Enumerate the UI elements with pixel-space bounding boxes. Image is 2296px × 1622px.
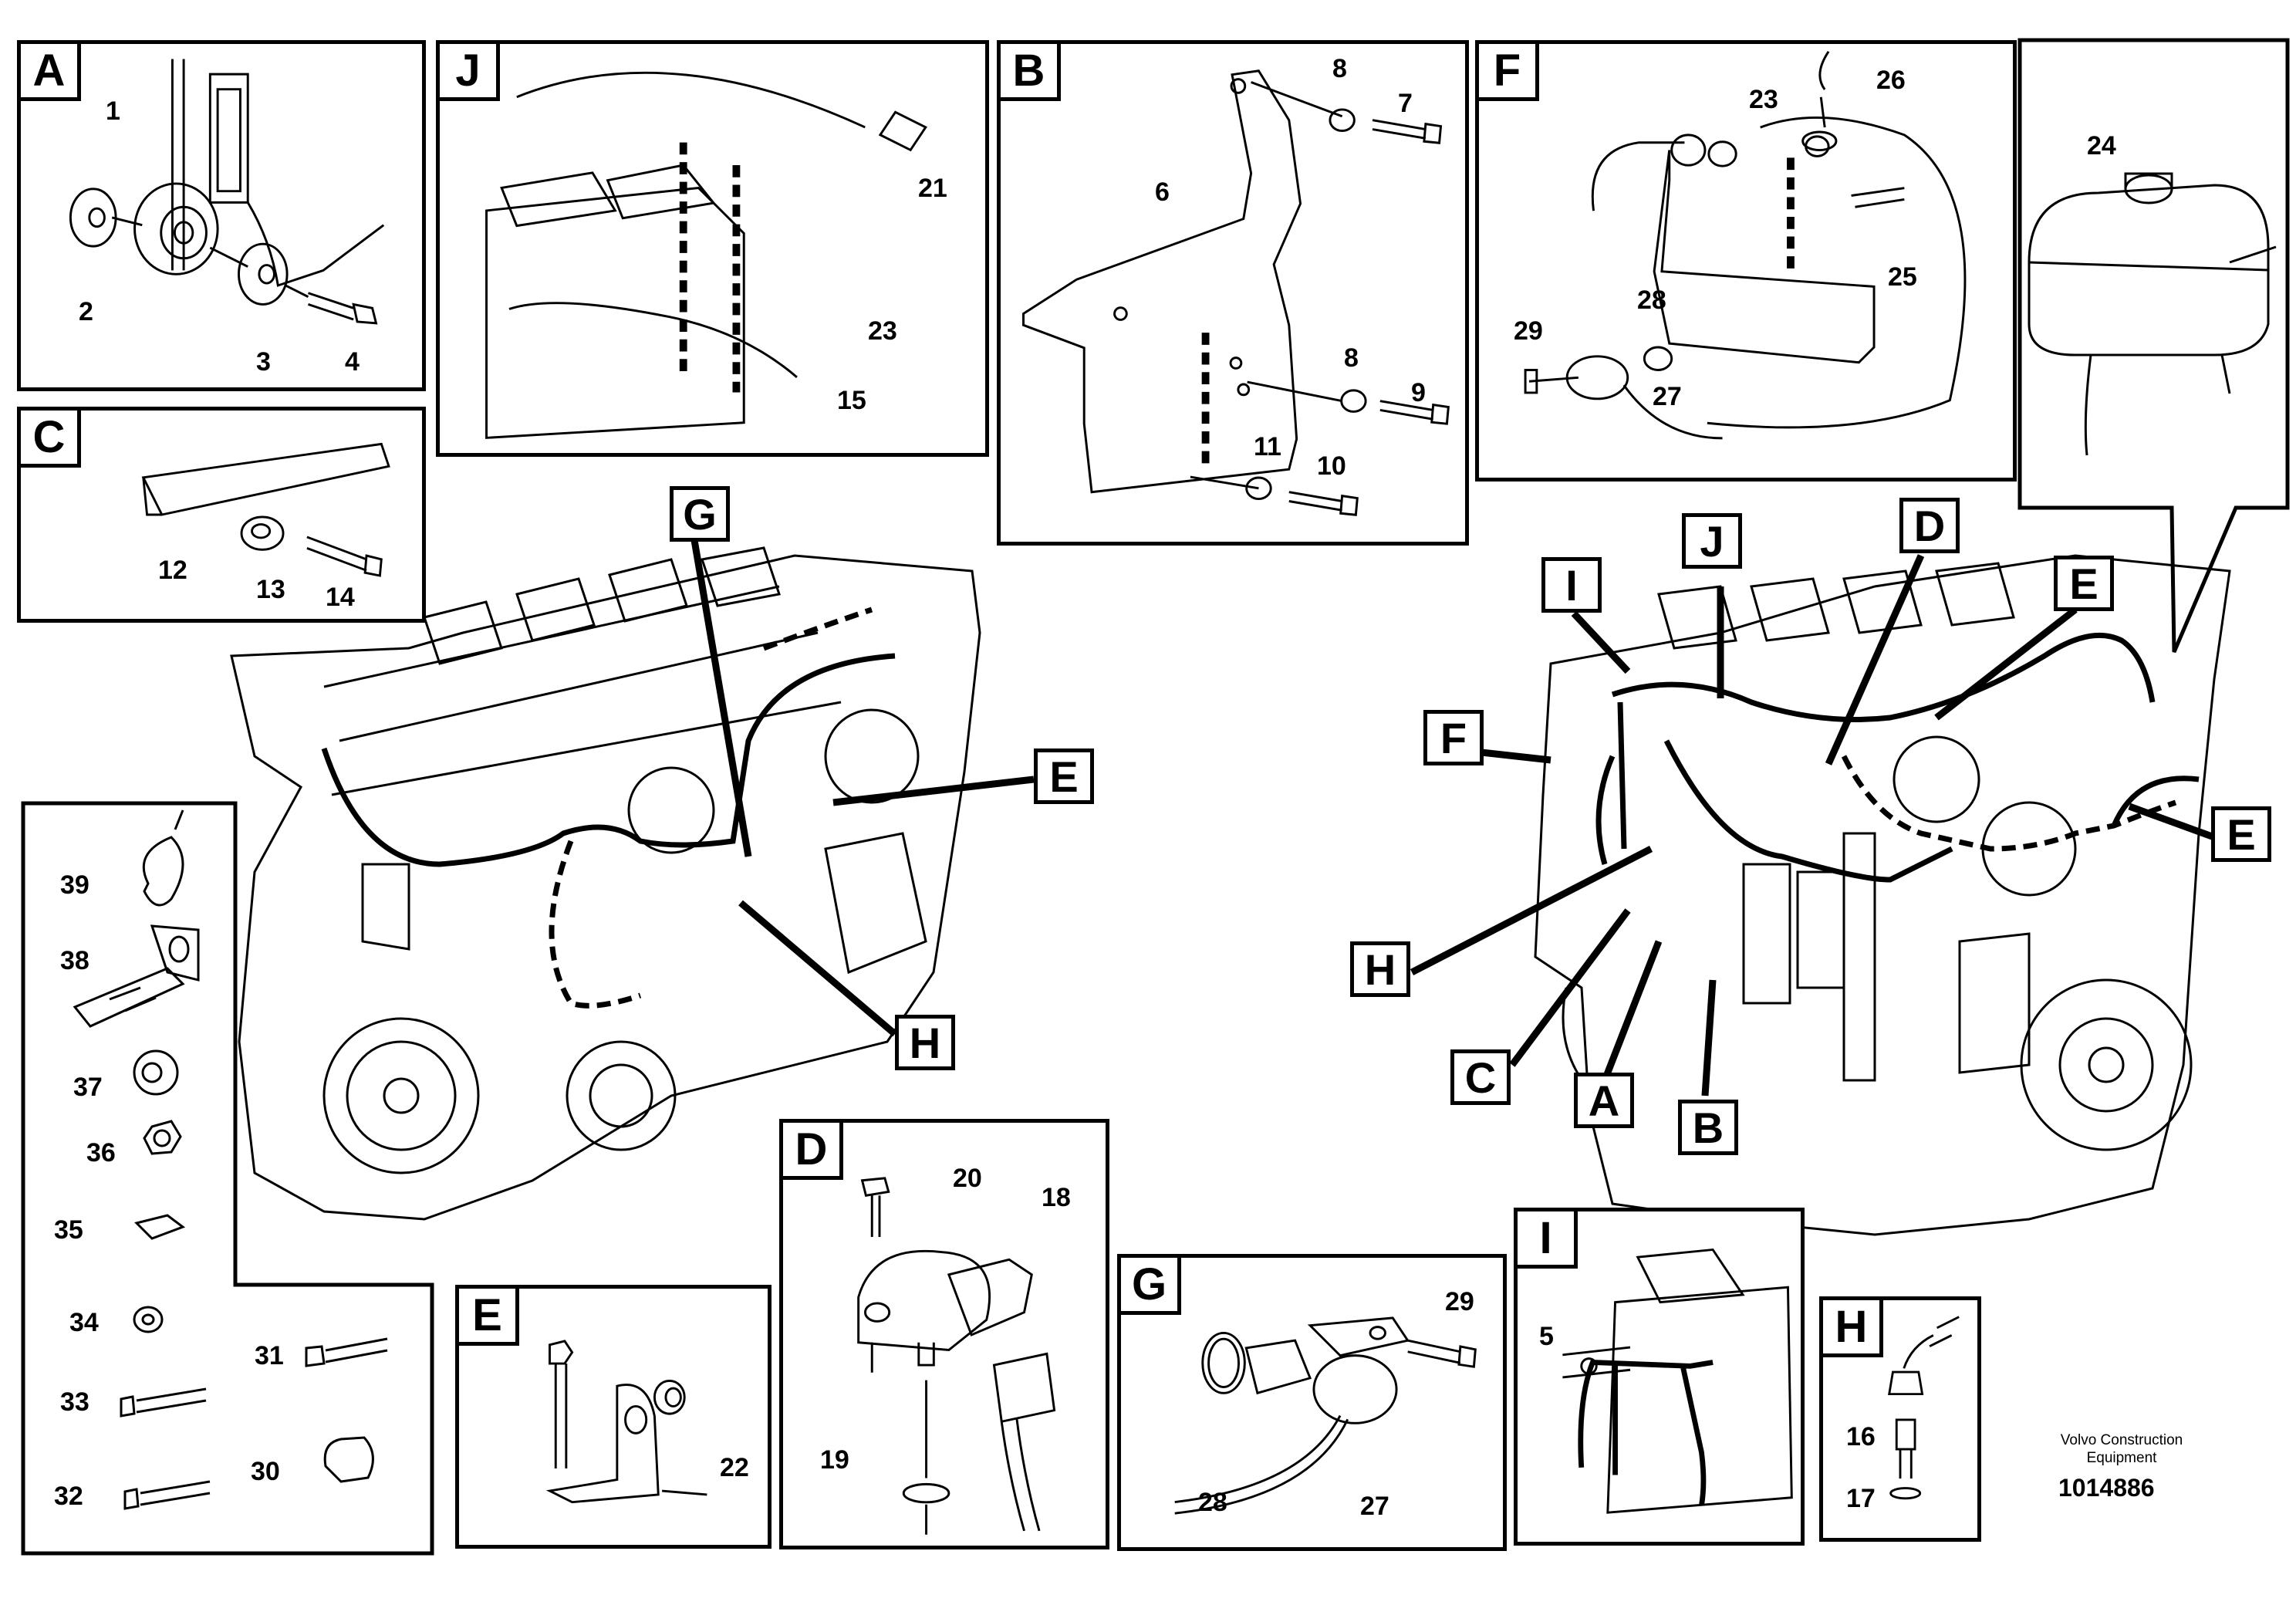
callout-25: 25 (1888, 262, 1917, 292)
engine-right-callout-B: B (1678, 1100, 1738, 1155)
callout-27: 27 (1653, 382, 1682, 411)
caption-line-1: Volvo Construction (2060, 1432, 2183, 1448)
detail-panel-H: H 16 17 (1819, 1296, 1981, 1542)
panel-J-drawing (485, 71, 927, 439)
tank-panel (2017, 38, 2290, 653)
detail-panel-A: A 1 2 3 4 (17, 40, 426, 391)
detail-panel-B: B 8 7 6 8 9 11 10 (997, 40, 1469, 546)
detail-panel-C: C 12 13 14 (17, 407, 426, 623)
callout-2: 2 (79, 297, 93, 326)
panel-label: J (440, 44, 500, 101)
panel-label: G (1121, 1258, 1181, 1315)
panel-C-drawing (141, 442, 390, 577)
panel-E-drawing (545, 1340, 707, 1504)
engine-right-callout-D: D (1899, 498, 1960, 553)
callout-27: 27 (1360, 1492, 1389, 1521)
callout-19: 19 (820, 1445, 849, 1475)
panel-F-drawing (1524, 51, 1967, 440)
detail-panel-J: J 21 23 15 (436, 40, 989, 457)
detail-panel-I: I 5 (1514, 1208, 1805, 1546)
panel-label: B (1001, 44, 1061, 101)
callout-7: 7 (1398, 89, 1413, 118)
callout-23: 23 (868, 316, 897, 346)
panel-H-drawing (1888, 1316, 1960, 1500)
panel-label: D (783, 1123, 843, 1180)
panel-label: F (1479, 44, 1539, 101)
engine-right-callout-I: I (1541, 557, 1602, 613)
callout-9: 9 (1411, 378, 1426, 407)
callout-31: 31 (255, 1341, 284, 1370)
callout-8-bottom: 8 (1344, 343, 1359, 373)
callout-32: 32 (54, 1482, 83, 1511)
panel-B-drawing (1022, 69, 1450, 516)
callout-26: 26 (1876, 66, 1906, 95)
fastener-kit-panel (21, 801, 434, 1556)
callout-3: 3 (256, 347, 271, 377)
engine-right-callout-F: F (1423, 710, 1484, 765)
publisher-caption: Volvo Construction Equipment (2025, 1432, 2218, 1468)
callout-6: 6 (1155, 177, 1170, 207)
panel-D-drawing (857, 1177, 1056, 1535)
callout-16: 16 (1846, 1422, 1876, 1451)
callout-12: 12 (158, 556, 187, 585)
callout-35: 35 (54, 1215, 83, 1245)
callout-33: 33 (60, 1387, 89, 1417)
callout-4: 4 (345, 347, 360, 377)
callout-34: 34 (69, 1308, 99, 1337)
panel-label: C (21, 411, 81, 468)
callout-20: 20 (953, 1164, 982, 1193)
callout-21: 21 (918, 174, 947, 203)
engine-left-drawing (230, 546, 981, 1221)
panel-label: H (1823, 1300, 1883, 1357)
engine-right-drawing (1534, 554, 2231, 1236)
callout-1: 1 (106, 96, 120, 126)
panel-I-drawing (1562, 1248, 1793, 1514)
engine-right-callout-C: C (1450, 1049, 1511, 1105)
engine-right-callout-J: J (1682, 513, 1742, 569)
callout-22: 22 (720, 1453, 749, 1482)
engine-right-callout-A: A (1574, 1073, 1634, 1128)
engine-left-callout-H: H (895, 1015, 955, 1070)
engine-right-callout-E-upper: E (2054, 556, 2114, 611)
detail-panel-D: D 20 18 19 (779, 1119, 1109, 1549)
callout-8-top: 8 (1332, 54, 1347, 83)
detail-panel-F: F 23 26 25 28 29 27 (1475, 40, 2017, 482)
callout-13: 13 (256, 575, 285, 604)
document-number: 1014886 (2058, 1474, 2155, 1502)
engine-left-callout-G: G (670, 486, 730, 542)
callout-23: 23 (1749, 85, 1778, 114)
callout-28: 28 (1637, 286, 1666, 315)
panel-G-drawing (1174, 1316, 1477, 1515)
panel-label: A (21, 44, 81, 101)
engine-right-callout-H: H (1350, 941, 1410, 997)
callout-14: 14 (326, 583, 355, 612)
callout-38: 38 (60, 946, 89, 975)
callout-28: 28 (1198, 1488, 1227, 1517)
callout-30: 30 (251, 1457, 280, 1486)
detail-panel-G: G 29 28 27 (1117, 1254, 1507, 1551)
callout-18: 18 (1042, 1183, 1071, 1212)
engine-right-callout-E: E (2211, 806, 2271, 862)
panel-label: E (459, 1289, 519, 1346)
callout-36: 36 (86, 1138, 116, 1168)
callout-5: 5 (1539, 1322, 1554, 1351)
callout-11: 11 (1254, 432, 1281, 461)
callout-37: 37 (73, 1073, 103, 1102)
callout-17: 17 (1846, 1484, 1876, 1513)
detail-panel-E: E 22 (455, 1285, 772, 1549)
callout-29: 29 (1514, 316, 1543, 346)
caption-line-2: Equipment (2086, 1449, 2157, 1466)
panel-A-drawing (69, 59, 385, 325)
engine-left-callout-E: E (1034, 748, 1094, 804)
callout-29: 29 (1445, 1287, 1474, 1316)
callout-24: 24 (2087, 131, 2116, 161)
callout-15: 15 (837, 386, 866, 415)
callout-39: 39 (60, 870, 89, 900)
callout-10: 10 (1317, 451, 1346, 481)
panel-label: I (1518, 1211, 1578, 1269)
